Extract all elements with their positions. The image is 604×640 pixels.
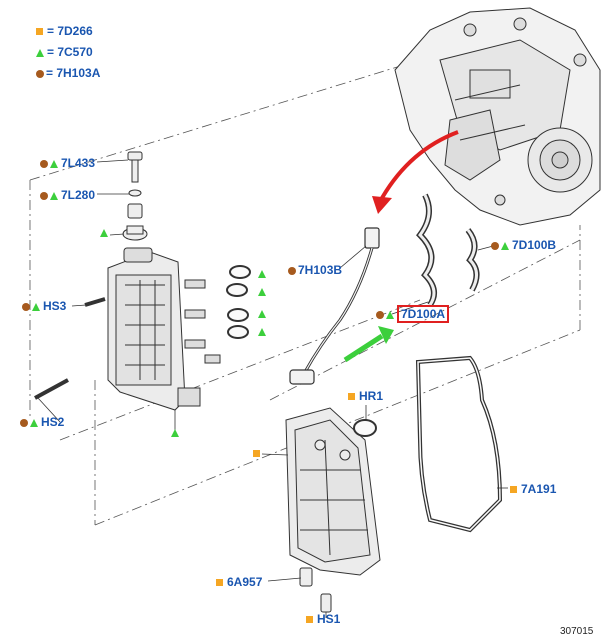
label-hs3: HS3 [22, 299, 66, 313]
square-marker-icon [306, 616, 313, 624]
label-7l433: 7L433 [40, 156, 95, 170]
triangle-marker-icon [501, 241, 509, 250]
label-6a957: 6A957 [216, 575, 262, 589]
circle-marker-icon [40, 159, 48, 168]
circle-marker-icon [491, 241, 499, 250]
label-7a191: 7A191 [510, 482, 556, 496]
wiring-harness [289, 227, 380, 385]
square-marker-icon [348, 393, 355, 401]
circle-marker-icon [22, 302, 30, 311]
red-arrow-head [372, 196, 392, 214]
triangle-marker-icon [386, 310, 394, 319]
sensor-parts [122, 151, 148, 241]
triangle-marker-icon [50, 191, 58, 200]
oil-pan [285, 407, 381, 576]
circle-marker-icon [40, 191, 48, 200]
triangle-marker-icon [36, 48, 44, 57]
hr1-ring [353, 419, 377, 437]
bolts [34, 297, 332, 613]
circle-marker-icon [36, 69, 44, 78]
label-hr1: HR1 [348, 389, 383, 403]
valve-body [107, 247, 221, 411]
standalone-markers [100, 229, 266, 457]
label-7d100a: 7D100A [376, 305, 450, 323]
leader-lines [37, 159, 508, 618]
label-7d100b: 7D100B [491, 238, 556, 252]
legend-item-square: = 7D266 [36, 24, 93, 38]
pan-gasket [415, 355, 503, 533]
circle-marker-icon [376, 310, 384, 319]
triangle-marker-icon [32, 302, 40, 311]
label-hs1: HS1 [306, 612, 340, 626]
legend-item-triangle: = 7C570 [36, 45, 93, 59]
circle-marker-icon [288, 266, 296, 275]
legend-item-circle: = 7H103A [36, 66, 100, 80]
label-hs2: HS2 [20, 415, 64, 429]
triangle-marker-icon [30, 418, 38, 427]
transmission-housing [394, 7, 601, 226]
triangle-marker-icon [50, 159, 58, 168]
figure-number: 307015 [560, 626, 594, 637]
circle-marker-icon [20, 418, 28, 427]
o-rings [226, 265, 251, 339]
square-marker-icon [36, 28, 43, 36]
square-marker-icon [216, 579, 223, 587]
green-arrow-head [378, 326, 394, 344]
label-7h103b: 7H103B [288, 263, 342, 277]
square-marker-icon [510, 486, 517, 494]
highlighted-part-number: 7D100A [397, 305, 450, 323]
red-direction-arrow [380, 130, 459, 200]
label-7l280: 7L280 [40, 188, 95, 202]
green-direction-arrow [343, 333, 384, 363]
